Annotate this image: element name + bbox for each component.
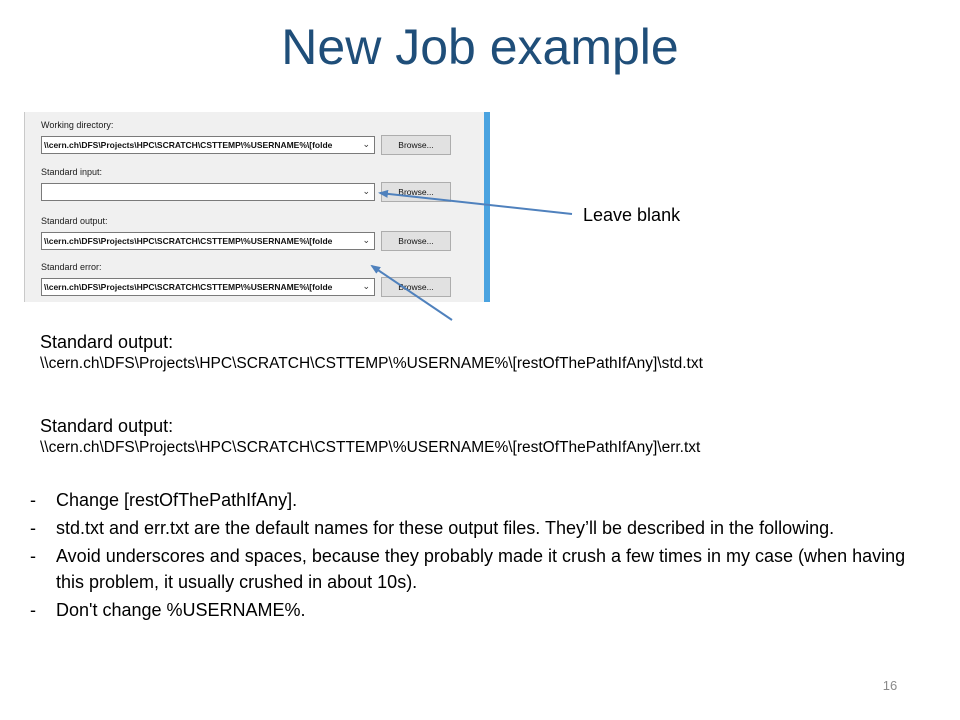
- bullet-text: Avoid underscores and spaces, because th…: [56, 546, 906, 592]
- leave-blank-annotation: Leave blank: [583, 205, 681, 225]
- chevron-down-icon[interactable]: ⌄: [362, 186, 370, 196]
- chevron-down-icon[interactable]: ⌄: [362, 281, 370, 291]
- bullet-dash: -: [30, 518, 36, 538]
- chevron-down-icon[interactable]: ⌄: [362, 235, 370, 245]
- job-dialog-screenshot: Working directory: \\cern.ch\DFS\Project…: [24, 112, 490, 302]
- bullet-text: Don't change %USERNAME%.: [56, 600, 306, 620]
- bullet-text: std.txt and err.txt are the default name…: [56, 518, 835, 538]
- list-item: - std.txt and err.txt are the default na…: [24, 515, 914, 541]
- standard-input-combobox[interactable]: ⌄: [41, 183, 375, 201]
- bullet-dash: -: [30, 490, 36, 510]
- bullet-text: Change [restOfThePathIfAny].: [56, 490, 298, 510]
- standard-output-browse-button[interactable]: Browse...: [381, 231, 451, 251]
- standard-error-browse-button[interactable]: Browse...: [381, 277, 451, 297]
- standard-output-group: Standard output: \\cern.ch\DFS\Projects\…: [41, 216, 451, 251]
- bullet-dash: -: [30, 546, 36, 566]
- standard-error-value: \\cern.ch\DFS\Projects\HPC\SCRATCH\CSTTE…: [44, 282, 333, 292]
- standard-input-browse-button[interactable]: Browse...: [381, 182, 451, 202]
- standard-output-combobox[interactable]: \\cern.ch\DFS\Projects\HPC\SCRATCH\CSTTE…: [41, 232, 375, 250]
- standard-error-combobox[interactable]: \\cern.ch\DFS\Projects\HPC\SCRATCH\CSTTE…: [41, 278, 375, 296]
- working-directory-value: \\cern.ch\DFS\Projects\HPC\SCRATCH\CSTTE…: [44, 140, 333, 150]
- std-output-path: \\cern.ch\DFS\Projects\HPC\SCRATCH\CSTTE…: [40, 355, 703, 372]
- std-output-heading: Standard output:: [40, 332, 174, 352]
- standard-input-group: Standard input: ⌄ Browse...: [41, 167, 451, 202]
- standard-error-group: Standard error: \\cern.ch\DFS\Projects\H…: [41, 262, 451, 297]
- list-item: - Change [restOfThePathIfAny].: [24, 487, 914, 513]
- standard-input-row: ⌄ Browse...: [41, 182, 451, 202]
- standard-error-label: Standard error:: [41, 262, 102, 272]
- working-directory-label: Working directory:: [41, 120, 114, 130]
- chevron-down-icon[interactable]: ⌄: [362, 139, 370, 149]
- notes-list: - Change [restOfThePathIfAny]. - std.txt…: [24, 487, 914, 625]
- page-number: 16: [882, 678, 898, 693]
- standard-error-row: \\cern.ch\DFS\Projects\HPC\SCRATCH\CSTTE…: [41, 277, 451, 297]
- err-output-path: \\cern.ch\DFS\Projects\HPC\SCRATCH\CSTTE…: [40, 439, 701, 456]
- err-output-description: Standard output: \\cern.ch\DFS\Projects\…: [40, 414, 700, 458]
- list-item: - Don't change %USERNAME%.: [24, 597, 914, 623]
- window-edge: [484, 112, 490, 302]
- working-directory-combobox[interactable]: \\cern.ch\DFS\Projects\HPC\SCRATCH\CSTTE…: [41, 136, 375, 154]
- working-directory-row: \\cern.ch\DFS\Projects\HPC\SCRATCH\CSTTE…: [41, 135, 451, 155]
- list-item: - Avoid underscores and spaces, because …: [24, 543, 914, 595]
- standard-output-row: \\cern.ch\DFS\Projects\HPC\SCRATCH\CSTTE…: [41, 231, 451, 251]
- working-directory-group: Working directory: \\cern.ch\DFS\Project…: [41, 120, 451, 155]
- working-directory-browse-button[interactable]: Browse...: [381, 135, 451, 155]
- std-output-description: Standard output: \\cern.ch\DFS\Projects\…: [40, 330, 703, 374]
- slide-title: New Job example: [281, 19, 679, 75]
- standard-output-label: Standard output:: [41, 216, 108, 226]
- err-output-heading: Standard output:: [40, 416, 174, 436]
- standard-input-label: Standard input:: [41, 167, 103, 177]
- standard-output-value: \\cern.ch\DFS\Projects\HPC\SCRATCH\CSTTE…: [44, 236, 333, 246]
- bullet-dash: -: [30, 600, 36, 620]
